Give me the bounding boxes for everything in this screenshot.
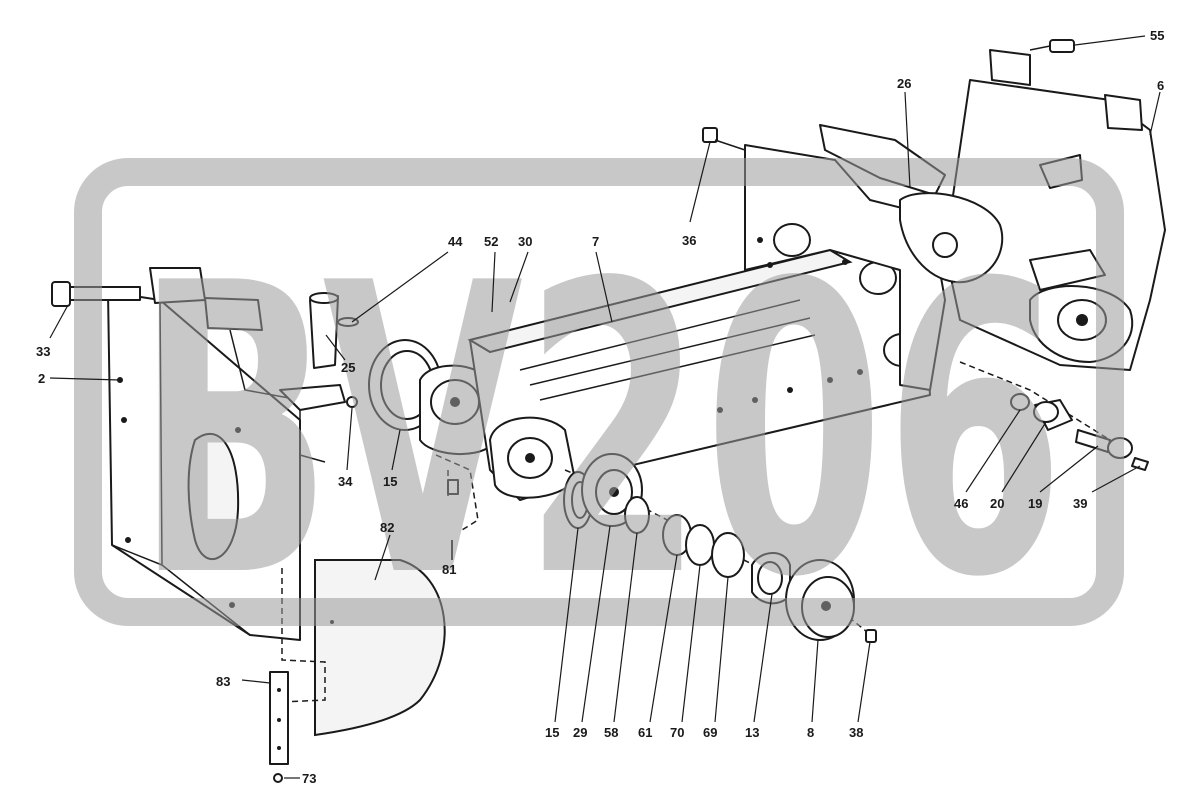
callout-44: 44	[448, 234, 463, 249]
bolt-81	[447, 479, 459, 495]
callout-52: 52	[484, 234, 498, 249]
callout-20: 20	[990, 496, 1004, 511]
bolt-55	[1029, 39, 1075, 53]
callout-6: 6	[1157, 78, 1164, 93]
watermark-text: BV206	[135, 200, 1065, 665]
watermark: BV206	[74, 158, 1124, 665]
assembly-path-81	[435, 454, 479, 531]
callout-34: 34	[338, 474, 353, 489]
side-bracket	[107, 267, 301, 641]
callout-29: 29	[573, 725, 587, 740]
callout-labels: 55 6 26 36 7 44 52 30 33 2 25 34 15 82 8…	[36, 28, 1164, 786]
callout-2: 2	[38, 371, 45, 386]
callout-33: 33	[36, 344, 50, 359]
callout-46: 46	[954, 496, 968, 511]
callout-39: 39	[1073, 496, 1087, 511]
callout-58: 58	[604, 725, 618, 740]
hub-assembly	[419, 364, 493, 456]
callout-26: 26	[897, 76, 911, 91]
callout-73: 73	[302, 771, 316, 786]
nut-34	[346, 396, 358, 408]
screw-73	[273, 773, 283, 783]
callout-82: 82	[380, 520, 394, 535]
callout-69: 69	[703, 725, 717, 740]
pin-44	[337, 317, 359, 327]
callout-83: 83	[216, 674, 230, 689]
pin-25	[279, 292, 346, 463]
callout-30: 30	[518, 234, 532, 249]
callout-36: 36	[682, 233, 696, 248]
callout-15-upper: 15	[383, 474, 397, 489]
strip-83	[269, 671, 289, 765]
callout-19: 19	[1028, 496, 1042, 511]
callout-7: 7	[592, 234, 599, 249]
leader-lines	[49, 35, 1161, 779]
callout-55: 55	[1150, 28, 1164, 43]
callout-61: 61	[638, 725, 652, 740]
callout-13: 13	[745, 725, 759, 740]
mounting-plate	[744, 144, 946, 391]
callout-81: 81	[442, 562, 456, 577]
callout-38: 38	[849, 725, 863, 740]
callout-8: 8	[807, 725, 814, 740]
bolt-38	[865, 629, 877, 643]
callout-15-lower: 15	[545, 725, 559, 740]
callout-70: 70	[670, 725, 684, 740]
grease-nipple-39	[1131, 457, 1149, 471]
callout-25: 25	[341, 360, 355, 375]
